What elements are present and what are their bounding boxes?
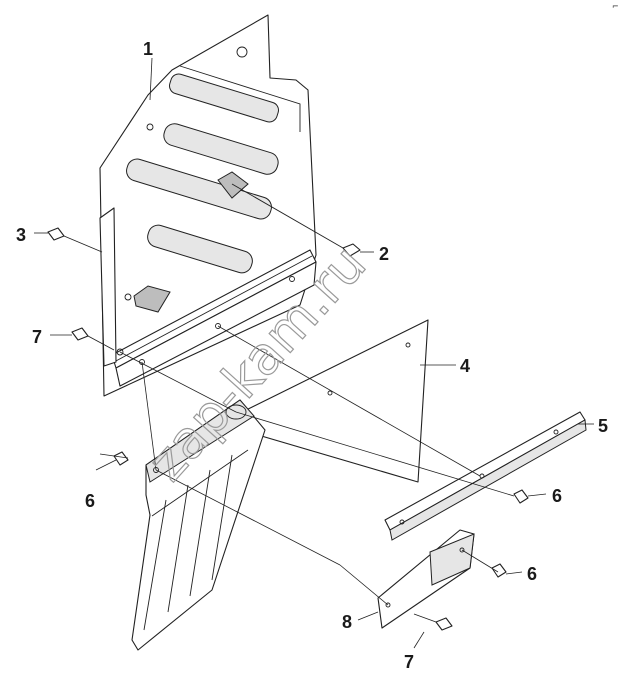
part-8-small-bracket <box>377 529 475 629</box>
callout-6-left: 6 <box>85 491 95 511</box>
callout-numbers: 1 2 3 4 5 6 6 6 7 7 8 <box>16 39 608 672</box>
part-1-bracket-plate <box>99 14 317 397</box>
callout-1: 1 <box>143 39 153 59</box>
bolt-3-icon <box>47 227 103 253</box>
nut-6-mid-icon <box>513 489 529 504</box>
callout-leaders <box>34 57 594 649</box>
callout-4: 4 <box>460 356 470 376</box>
bolt-7-lower-icon <box>413 613 453 631</box>
bolt-2-icon <box>231 183 361 257</box>
assembly-guide-lines <box>99 325 515 606</box>
callout-6-lower: 6 <box>527 564 537 584</box>
callout-8: 8 <box>342 612 352 632</box>
part-5-strip <box>384 411 587 541</box>
nut-6-left-icon <box>113 451 129 466</box>
callout-2: 2 <box>379 244 389 264</box>
callout-6-mid: 6 <box>552 486 562 506</box>
mud-flap <box>131 399 266 651</box>
corner-mark: ⌐ <box>612 2 619 11</box>
callout-7-upper: 7 <box>32 327 42 347</box>
callout-7-lower: 7 <box>404 652 414 672</box>
callout-3: 3 <box>16 225 26 245</box>
nut-6-lower-icon <box>491 563 507 578</box>
bolt-7-upper-icon <box>71 327 115 351</box>
callout-5: 5 <box>598 416 608 436</box>
